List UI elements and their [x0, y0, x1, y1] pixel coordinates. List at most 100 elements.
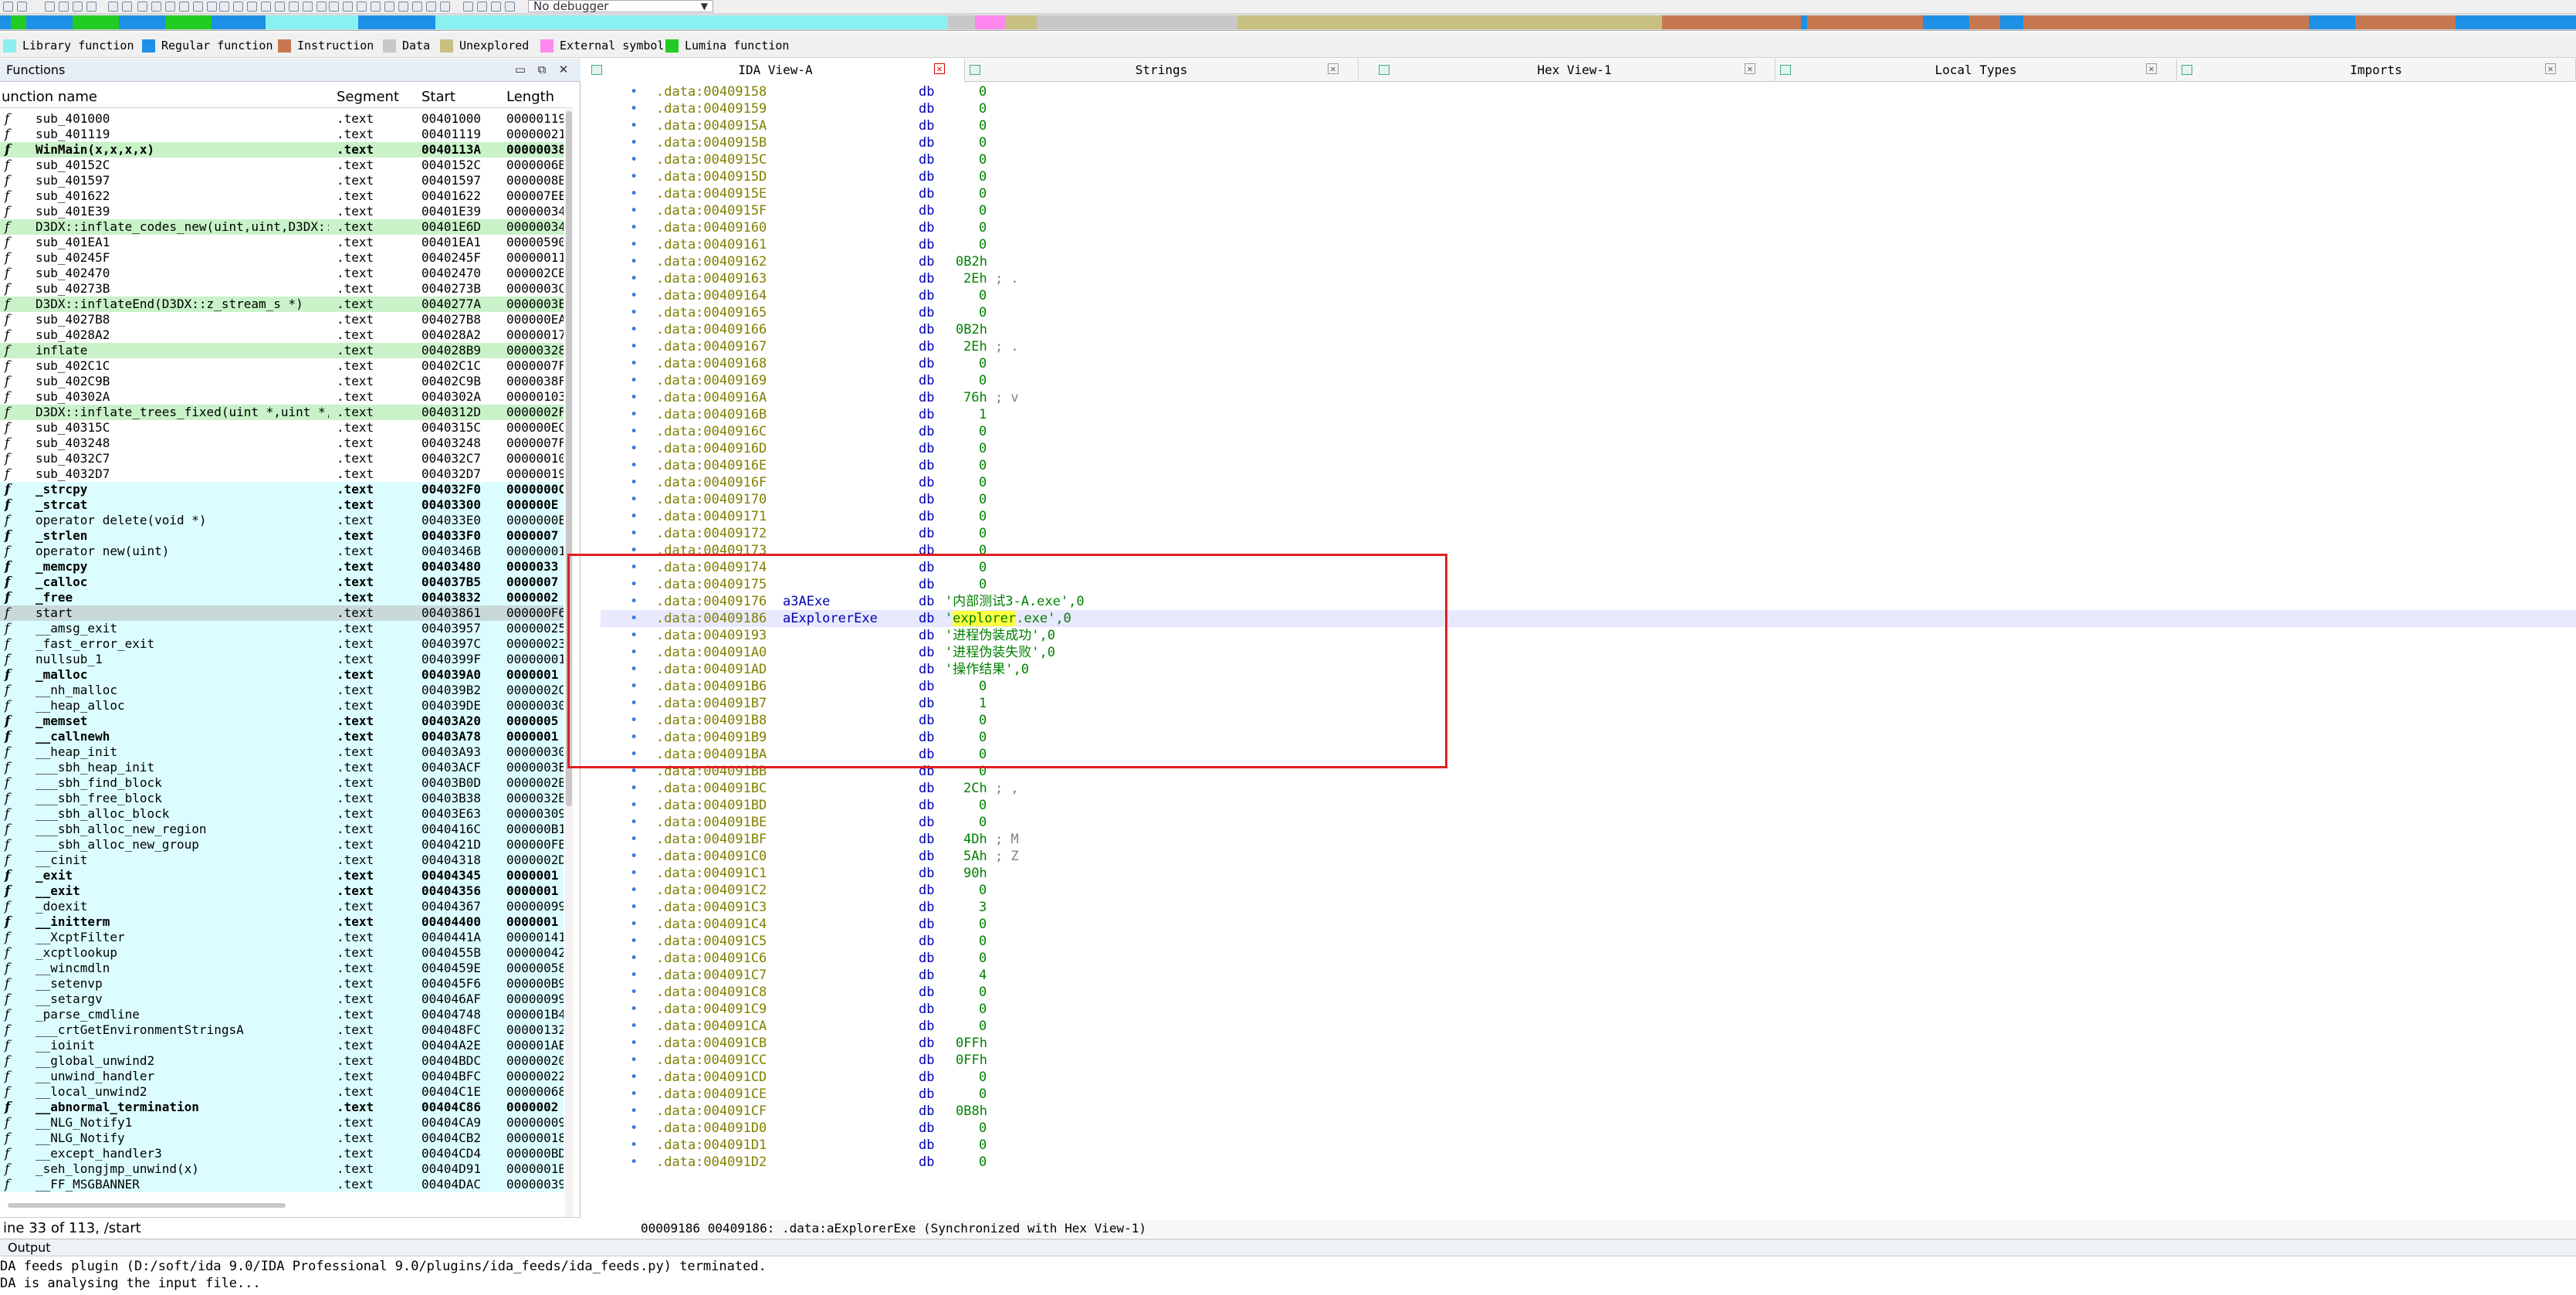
toolbar-button-icon[interactable] — [398, 2, 408, 12]
toolbar-button-icon[interactable] — [122, 2, 132, 12]
close-icon[interactable]: ✕ — [1328, 63, 1339, 74]
toolbar-button-icon[interactable] — [86, 2, 96, 12]
toolbar-button-icon[interactable] — [329, 2, 339, 12]
toolbar-button-icon[interactable] — [505, 2, 515, 12]
toolbar-button-icon[interactable] — [233, 2, 243, 12]
close-icon[interactable]: ✕ — [2146, 63, 2157, 74]
close-icon[interactable]: ✕ — [1745, 63, 1755, 74]
scrollbar-thumb[interactable] — [566, 111, 572, 806]
navigation-band[interactable] — [0, 14, 2576, 31]
close-icon[interactable]: ✕ — [934, 63, 945, 74]
col-function-name[interactable]: unction name — [2, 89, 97, 105]
toolbar-button-icon[interactable] — [261, 2, 271, 12]
toolbar-button-icon[interactable] — [207, 2, 217, 12]
toolbar-button-icon[interactable] — [193, 2, 203, 12]
line-label[interactable]: aExplorerExe — [783, 611, 878, 626]
toolbar-button-icon[interactable] — [73, 2, 83, 12]
toolbar-button-icon[interactable] — [440, 2, 450, 12]
toolbar-button-icon[interactable] — [384, 2, 394, 12]
col-length[interactable]: Length — [506, 89, 555, 105]
toolbar-button-icon[interactable] — [426, 2, 436, 12]
toolbar-button-icon[interactable] — [371, 2, 381, 12]
col-segment[interactable]: Segment — [337, 89, 399, 105]
toolbar-button-icon[interactable] — [59, 2, 69, 12]
tab-imports[interactable]: Imports✕ — [2177, 59, 2576, 82]
close-icon[interactable]: ✕ — [558, 63, 569, 76]
restore-icon[interactable]: ▭ — [514, 63, 526, 76]
toolbar-button-icon[interactable] — [477, 2, 487, 12]
line-label[interactable]: a3AExe — [783, 594, 831, 609]
toolbar-button-icon[interactable] — [219, 2, 229, 12]
toolbar-button-icon[interactable] — [137, 2, 147, 12]
toolbar-button-icon[interactable] — [275, 2, 285, 12]
toolbar-button-icon[interactable] — [303, 2, 313, 12]
